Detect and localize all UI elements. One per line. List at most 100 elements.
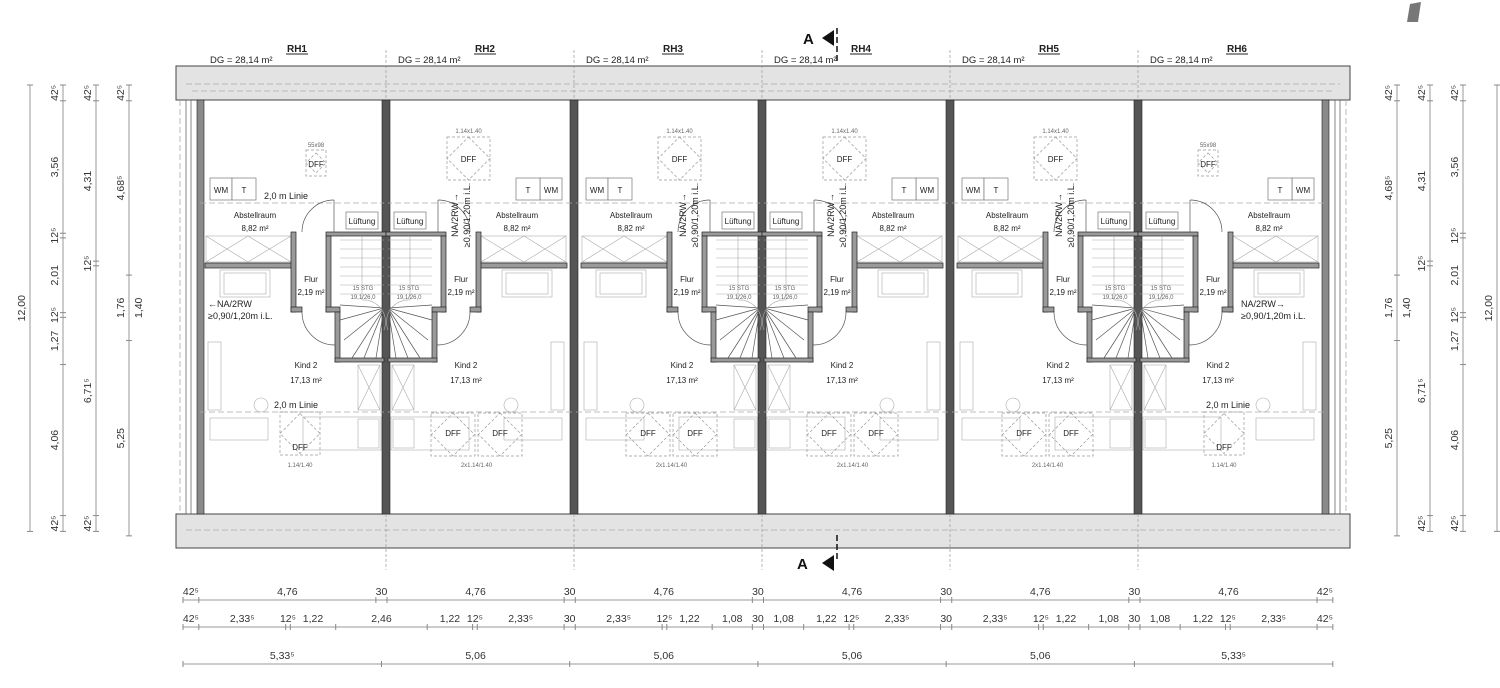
dimension-label: 30: [940, 586, 952, 598]
sofa-seat: [505, 272, 549, 295]
room-area-abstellraum: 8,82 m²: [241, 224, 268, 233]
dimension-label: 6,71⁵: [82, 378, 94, 403]
desk: [585, 417, 645, 441]
sofa-seat: [223, 272, 267, 295]
stair-count-label: 15 STG: [775, 286, 796, 292]
flur-wall: [325, 235, 332, 313]
gable-window-frame-right: [1334, 99, 1341, 515]
knee-wall: [580, 262, 672, 269]
stair-wall: [334, 357, 385, 363]
roof-window-label: DFF: [1016, 429, 1032, 438]
stair-winder: [715, 304, 761, 309]
stair-curve: [1138, 299, 1163, 331]
dimension-label: 12,00: [16, 295, 28, 321]
stair-wall: [807, 311, 814, 363]
roof-window-label: DFF: [461, 155, 477, 164]
room-name-kind: Kind 2: [1047, 361, 1070, 370]
dimension-label: 1,76: [115, 297, 127, 318]
washing-machine-label: WM: [1296, 186, 1311, 195]
stair-void: [1143, 364, 1167, 411]
bed-pillow: [357, 418, 380, 449]
stair-wall: [1183, 306, 1199, 313]
desk-chair: [1255, 397, 1271, 413]
skylight-diamond: [1203, 413, 1245, 454]
sofa: [595, 269, 647, 298]
dimension-label: 42⁵: [1416, 515, 1428, 531]
ventilation-box: [345, 211, 379, 230]
skylight-diamond: [1197, 152, 1219, 174]
dimension-label: 1,08: [773, 613, 794, 625]
skylight-diamond: [657, 136, 702, 181]
flur-wall: [701, 235, 708, 313]
stair-winder: [387, 307, 397, 359]
dimension-label: 5,33⁵: [1221, 650, 1246, 662]
dimension-label: 2,33⁵: [230, 613, 255, 625]
dimension-label: 30: [752, 586, 764, 598]
dimension-label: 4,76: [1218, 586, 1239, 598]
knee-wall: [204, 262, 296, 269]
stair-winder: [387, 304, 433, 309]
stair-curve: [762, 299, 787, 331]
washing-machine-label: WM: [214, 186, 229, 195]
hatch-line: [856, 235, 901, 263]
stair-curve: [1113, 299, 1138, 331]
room-name-kind: Kind 2: [1207, 361, 1230, 370]
hatch-line: [999, 235, 1044, 263]
dimension-label: 2,33⁵: [1261, 613, 1286, 625]
skylight-diamond: [807, 412, 851, 457]
room-name-flur: Flur: [1056, 275, 1070, 284]
dimension-label: 30: [1129, 586, 1141, 598]
stair-winder: [387, 307, 421, 359]
knee-wall: [476, 262, 568, 269]
dimension-label: 5,06: [1030, 650, 1051, 662]
dimension-label: 1,22: [303, 613, 324, 625]
dimension-label: 4,76: [842, 586, 863, 598]
storage-hatch: [856, 235, 943, 263]
dimension-label: 12⁵: [49, 307, 61, 323]
flur-wall: [1221, 306, 1234, 313]
flur-wall: [1192, 235, 1199, 313]
bed-pillow: [1144, 418, 1167, 449]
dimension-label: 5,06: [842, 650, 863, 662]
party-wall: [381, 99, 391, 515]
stair-ratio-label: 19,1/26,0: [772, 295, 798, 301]
hatch-line: [581, 235, 625, 263]
void-line: [357, 364, 381, 411]
floor-area-label: DG = 28,14 m²: [586, 55, 649, 66]
dimension-label: 2,33⁵: [885, 613, 910, 625]
storage-hatch: [581, 235, 668, 263]
void-line: [733, 364, 757, 411]
sofa: [219, 269, 271, 298]
room-area-kind: 17,13 m²: [450, 376, 482, 385]
escape-route-label: NA/2RW→: [678, 193, 688, 237]
flur-wall: [851, 231, 858, 313]
door-swing: [1053, 199, 1087, 233]
room-area-abstellraum: 8,82 m²: [503, 224, 530, 233]
room-name-flur: Flur: [304, 275, 318, 284]
escape-route-spec: ≥0,90/1,20m i.L.: [208, 311, 272, 321]
roof-window-label: DFF: [1200, 160, 1216, 169]
roof-window-label: DFF: [1048, 155, 1064, 164]
dimension-label: 30: [752, 613, 764, 625]
stair-wall: [763, 357, 814, 363]
section-marker-top: A: [803, 28, 838, 62]
room-name-kind: Kind 2: [831, 361, 854, 370]
room-area-flur: 2,19 m²: [1049, 288, 1076, 297]
section-label: A: [803, 31, 814, 48]
skylight-diamond: [305, 152, 327, 174]
skylight-diamond: [279, 413, 321, 454]
storage-hatch: [1232, 235, 1319, 263]
dimension-label: 30: [940, 613, 952, 625]
stair-winder: [1091, 307, 1137, 321]
void-line: [1143, 364, 1167, 411]
unit-label: RH4: [851, 44, 871, 55]
stair-winder: [763, 307, 797, 359]
skylight-diamond: [1002, 412, 1046, 457]
flur-wall: [845, 306, 858, 313]
stair-ratio-label: 19,1/26,0: [396, 295, 422, 301]
sofa-seat: [1257, 272, 1301, 295]
dimension-label: 12⁵: [49, 228, 61, 244]
stair-winder: [1139, 304, 1185, 309]
